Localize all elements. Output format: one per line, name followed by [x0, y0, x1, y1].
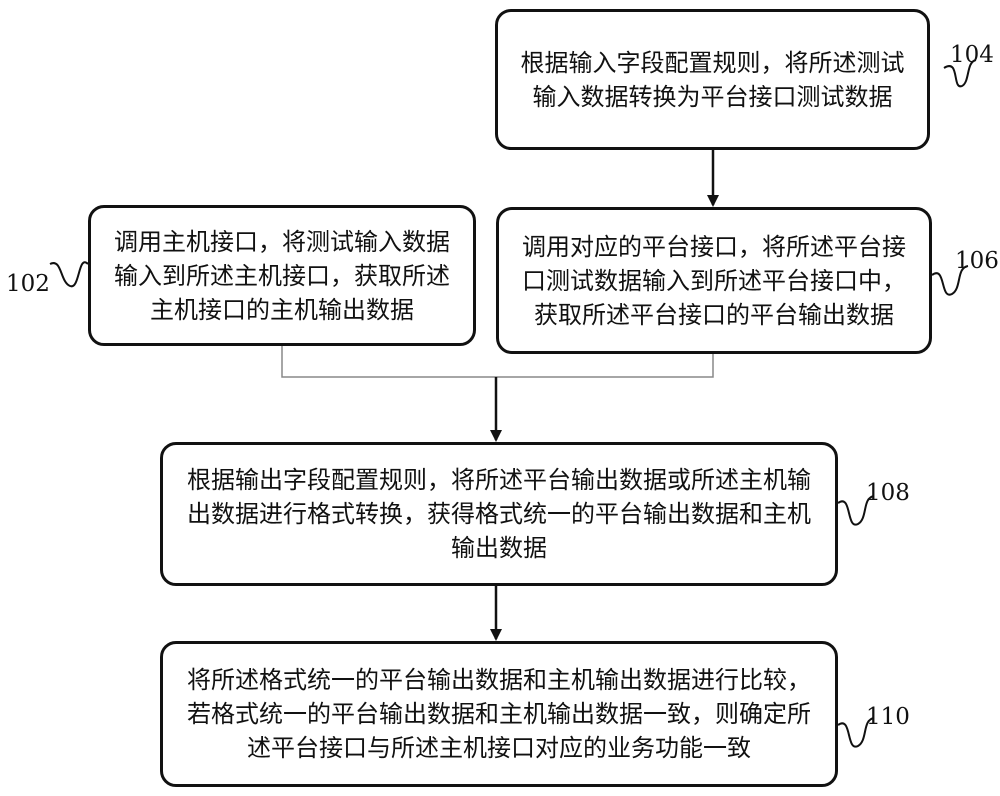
step-108-text: 根据输出字段配置规则，将所述平台输出数据或所述主机输出数据进行格式转换，获得格式…	[187, 466, 811, 562]
leader-108	[837, 495, 875, 526]
leader-110	[837, 717, 875, 748]
leader-104	[943, 59, 977, 88]
step-108-box: 根据输出字段配置规则，将所述平台输出数据或所述主机输出数据进行格式转换，获得格式…	[160, 442, 838, 586]
step-110-text: 将所述格式统一的平台输出数据和主机输出数据进行比较，若格式统一的平台输出数据和主…	[187, 666, 811, 762]
merge-line	[281, 346, 714, 378]
leader-102	[49, 261, 89, 288]
step-102-text: 调用主机接口，将测试输入数据输入到所述主机接口，获取所述主机接口的主机输出数据	[114, 227, 450, 324]
step-102-box: 调用主机接口，将测试输入数据输入到所述主机接口，获取所述主机接口的主机输出数据	[88, 205, 476, 346]
step-106-box: 调用对应的平台接口，将所述平台接口测试数据输入到所述平台接口中，获取所述平台接口…	[496, 207, 932, 354]
step-110-number: 110	[866, 704, 910, 730]
step-102-number: 102	[6, 271, 50, 297]
leader-106	[931, 265, 969, 296]
step-106-text: 调用对应的平台接口，将所述平台接口测试数据输入到所述平台接口中，获取所述平台接口…	[522, 232, 906, 329]
step-106-number: 106	[955, 248, 999, 274]
step-104-number: 104	[950, 42, 994, 68]
step-104-text: 根据输入字段配置规则，将所述测试输入数据转换为平台接口测试数据	[520, 48, 905, 111]
step-104-box: 根据输入字段配置规则，将所述测试输入数据转换为平台接口测试数据	[495, 9, 930, 150]
step-108-number: 108	[866, 480, 910, 506]
step-110-box: 将所述格式统一的平台输出数据和主机输出数据进行比较，若格式统一的平台输出数据和主…	[160, 641, 838, 787]
